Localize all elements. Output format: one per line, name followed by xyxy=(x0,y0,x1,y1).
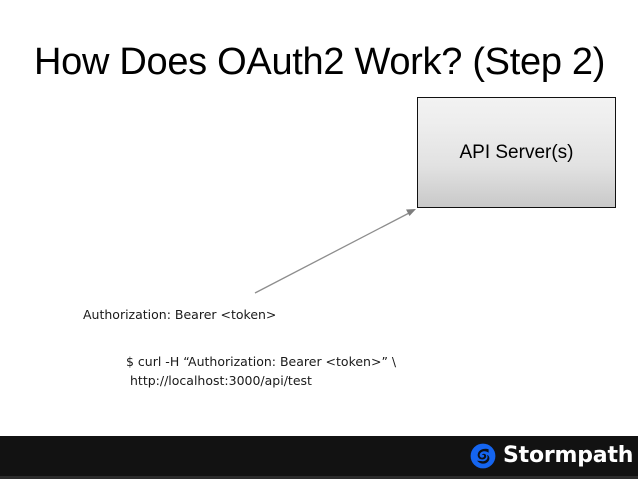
footer-bar xyxy=(0,436,638,476)
request-arrow-line xyxy=(254,210,413,294)
page-title: How Does OAuth2 Work? (Step 2) xyxy=(34,41,606,83)
stormpath-wordmark: Stormpath xyxy=(503,443,634,468)
stormpath-logo: Stormpath xyxy=(470,443,633,469)
curl-command-line-1: $ curl -H “Authorization: Bearer <token>… xyxy=(126,354,397,369)
footer-underline xyxy=(0,476,638,479)
authorization-header-note: Authorization: Bearer <token> xyxy=(83,307,277,322)
api-server-box-label: API Server(s) xyxy=(459,141,574,163)
request-arrow-head xyxy=(406,209,416,216)
api-server-box: API Server(s) xyxy=(417,97,616,208)
stormpath-swirl-icon xyxy=(470,443,496,469)
curl-command-line-2: http://localhost:3000/api/test xyxy=(130,373,312,388)
curl-command-block: $ curl -H “Authorization: Bearer <token>… xyxy=(126,352,396,390)
